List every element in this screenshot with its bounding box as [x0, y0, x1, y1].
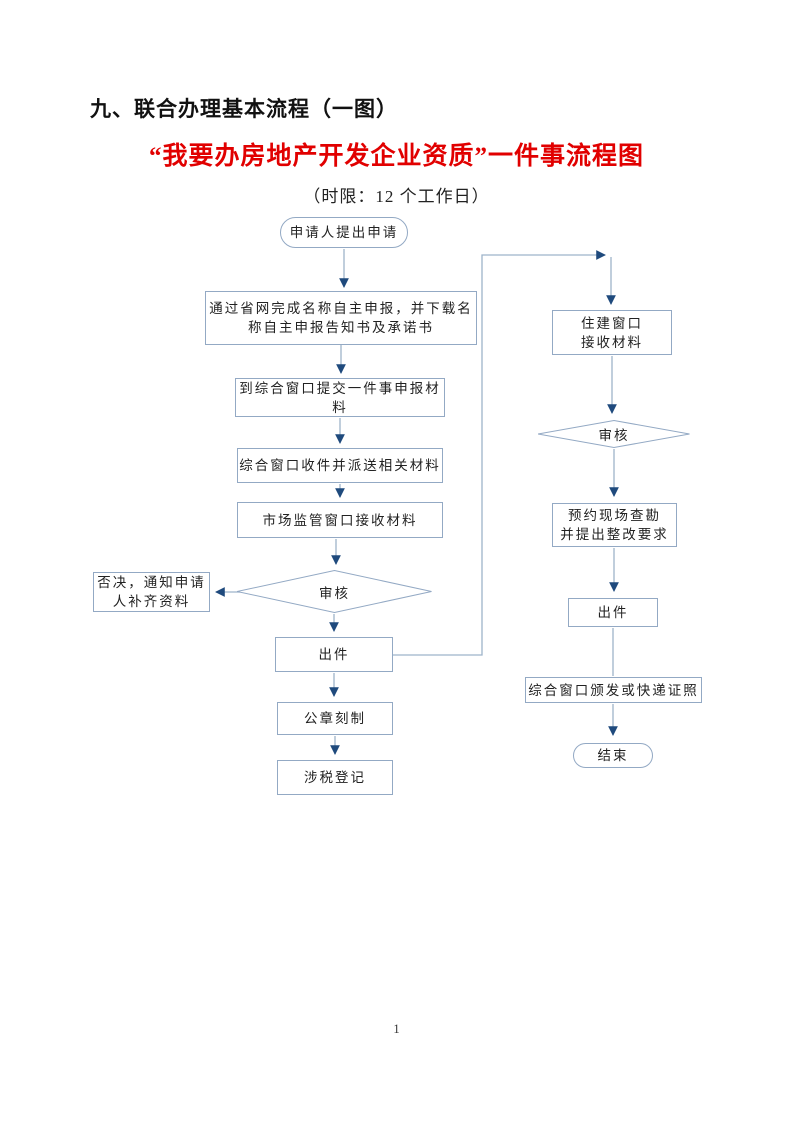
left-issue-node: 出件 [275, 637, 393, 672]
right-issue-node: 出件 [568, 598, 658, 627]
step-submit-materials: 到综合窗口提交一件事申报材 料 [235, 378, 445, 417]
time-limit-subtitle: （时限：12 个工作日） [303, 187, 490, 206]
end-node: 结束 [573, 743, 653, 768]
diamond-shape [237, 570, 432, 613]
deliver-certificate-node: 综合窗口颁发或快递证照 [525, 677, 702, 703]
page-number: 1 [393, 1022, 400, 1036]
step-window-receive-dispatch: 综合窗口收件并派送相关材料 [237, 448, 443, 483]
left-review-decision: 审核 [237, 570, 432, 613]
reject-notify-node: 否决，通知申请 人补齐资料 [93, 572, 210, 612]
section-heading: 九、联合办理基本流程（一图） [90, 98, 398, 121]
diamond-shape [538, 420, 690, 448]
right-review-decision: 审核 [538, 420, 690, 448]
tax-registration-node: 涉税登记 [277, 760, 393, 795]
flowchart-title: “我要办房地产开发企业资质”一件事流程图 [148, 143, 644, 170]
start-node: 申请人提出申请 [280, 217, 408, 248]
seal-engraving-node: 公章刻制 [277, 702, 393, 735]
step-market-regulation-receive: 市场监管窗口接收材料 [237, 502, 443, 538]
site-survey-node: 预约现场查勘 并提出整改要求 [552, 503, 677, 547]
step-self-declare: 通过省网完成名称自主申报，并下载名 称自主申报告知书及承诺书 [205, 291, 477, 345]
housing-window-receive-node: 住建窗口 接收材料 [552, 310, 672, 355]
